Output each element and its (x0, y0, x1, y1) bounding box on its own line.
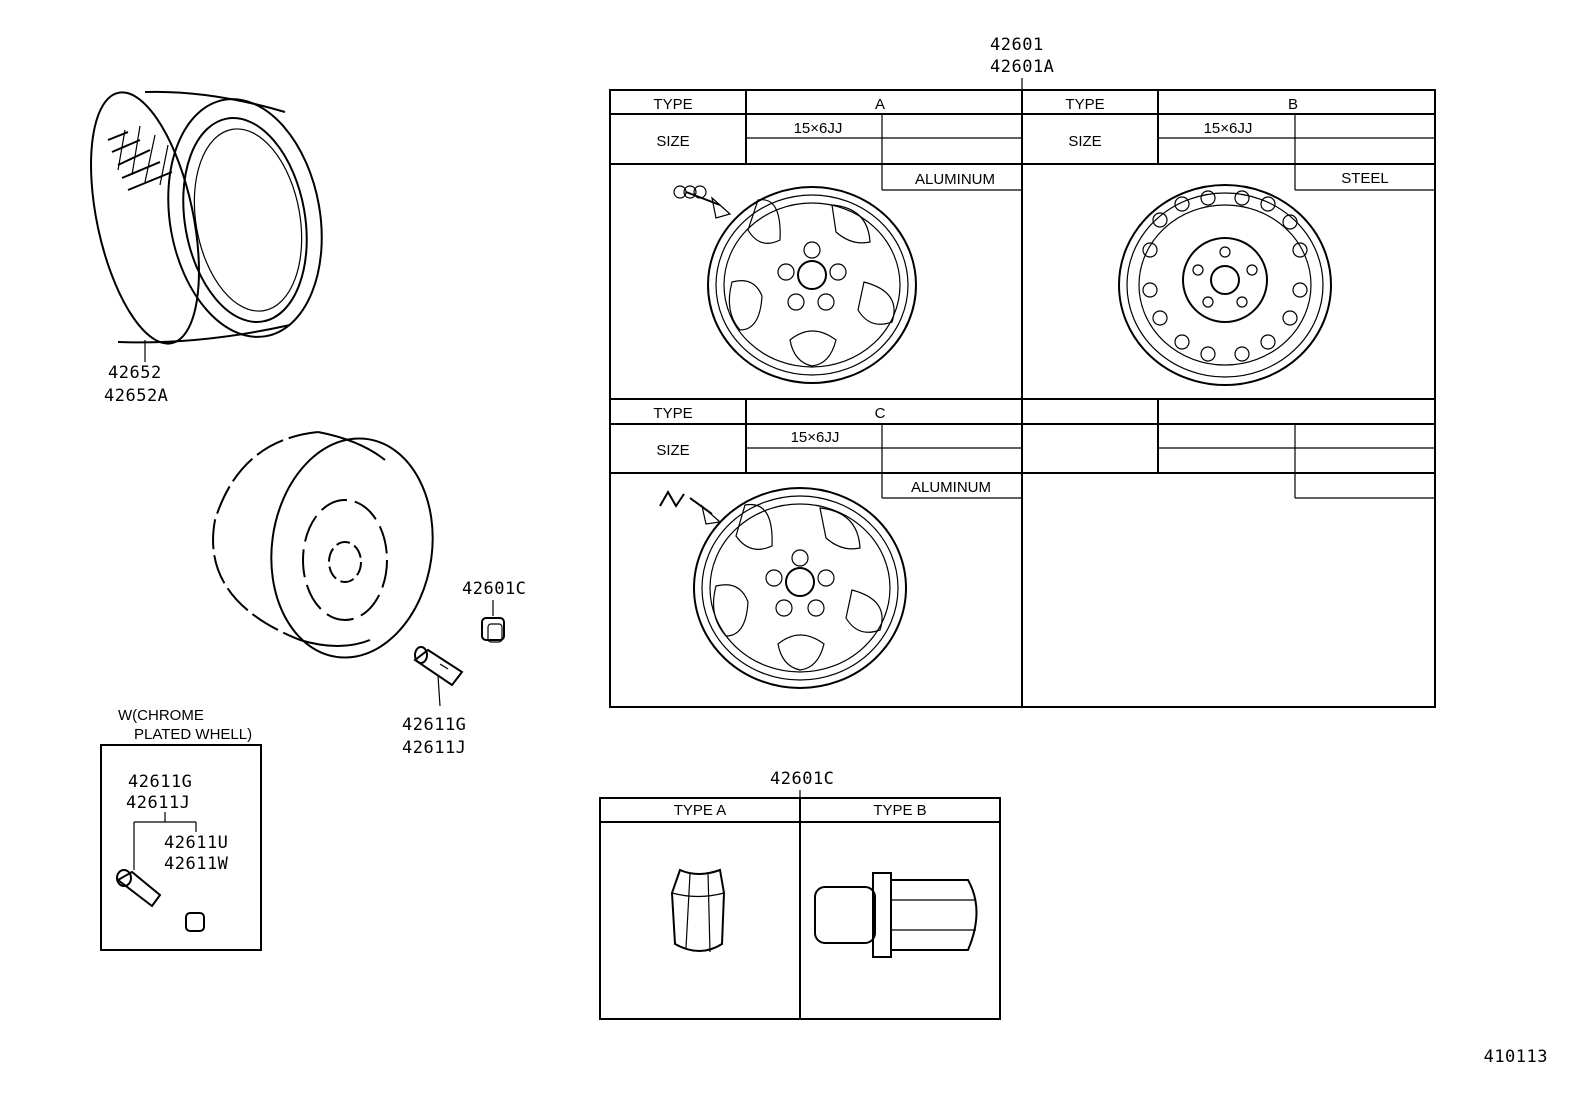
type-label-c: TYPE (653, 405, 692, 422)
wheel-table-grid (609, 89, 1436, 708)
material-b: STEEL (1341, 170, 1389, 187)
size-label-a: SIZE (656, 133, 689, 150)
material-c: ALUMINUM (911, 479, 991, 496)
size-value-b: 15×6JJ (1204, 120, 1253, 137)
wheel-table-part-2: 42601A (990, 57, 1054, 77)
valve-part-number-1: 42611G (402, 715, 466, 735)
chrome-box-title-1: W(CHROME (118, 707, 204, 724)
chrome-box-part-2: 42611J (126, 793, 190, 813)
size-label-c: SIZE (656, 442, 689, 459)
wheel-a-illustration (673, 185, 917, 384)
type-value-b: B (1288, 96, 1298, 113)
chrome-box-part-1: 42611G (128, 772, 192, 792)
size-value-c: 15×6JJ (791, 429, 840, 446)
valve-stem-illustration (413, 646, 464, 707)
type-value-a: A (875, 96, 885, 113)
type-label-b: TYPE (1065, 96, 1104, 113)
nut-type-a-label: TYPE A (674, 802, 727, 819)
wheel-c-illustration (659, 487, 907, 689)
nut-type-a-illustration (670, 868, 726, 953)
tire-part-number-2: 42652A (104, 386, 168, 406)
tire-illustration (90, 90, 323, 362)
nut-type-b-label: TYPE B (873, 802, 926, 819)
type-label-a: TYPE (653, 96, 692, 113)
chrome-box-part-4: 42611W (164, 854, 229, 874)
size-value-a: 15×6JJ (794, 120, 843, 137)
chrome-box-part-3: 42611U (164, 833, 228, 853)
chrome-box-title-2: PLATED WHELL) (134, 726, 252, 743)
chrome-box-frame (100, 744, 262, 951)
figure-id: 410113 (1484, 1047, 1548, 1067)
nut-table-grid (599, 797, 1001, 1020)
nut-type-b-illustration (814, 872, 978, 958)
nut-part-number: 42601C (462, 579, 526, 599)
wheel-table-part-1: 42601 (990, 35, 1044, 55)
valve-part-number-2: 42611J (402, 738, 466, 758)
type-value-c: C (875, 405, 886, 422)
tire-part-number-1: 42652 (108, 363, 162, 383)
chrome-valve-illustration (116, 869, 162, 908)
wheel-b-illustration (1118, 184, 1332, 386)
lug-nut-illustration (481, 617, 505, 643)
chrome-cap-illustration (185, 912, 205, 932)
material-a: ALUMINUM (915, 171, 995, 188)
size-label-b: SIZE (1068, 133, 1101, 150)
wheel-assembly-illustration (212, 431, 434, 659)
nut-table-part: 42601C (770, 769, 834, 789)
